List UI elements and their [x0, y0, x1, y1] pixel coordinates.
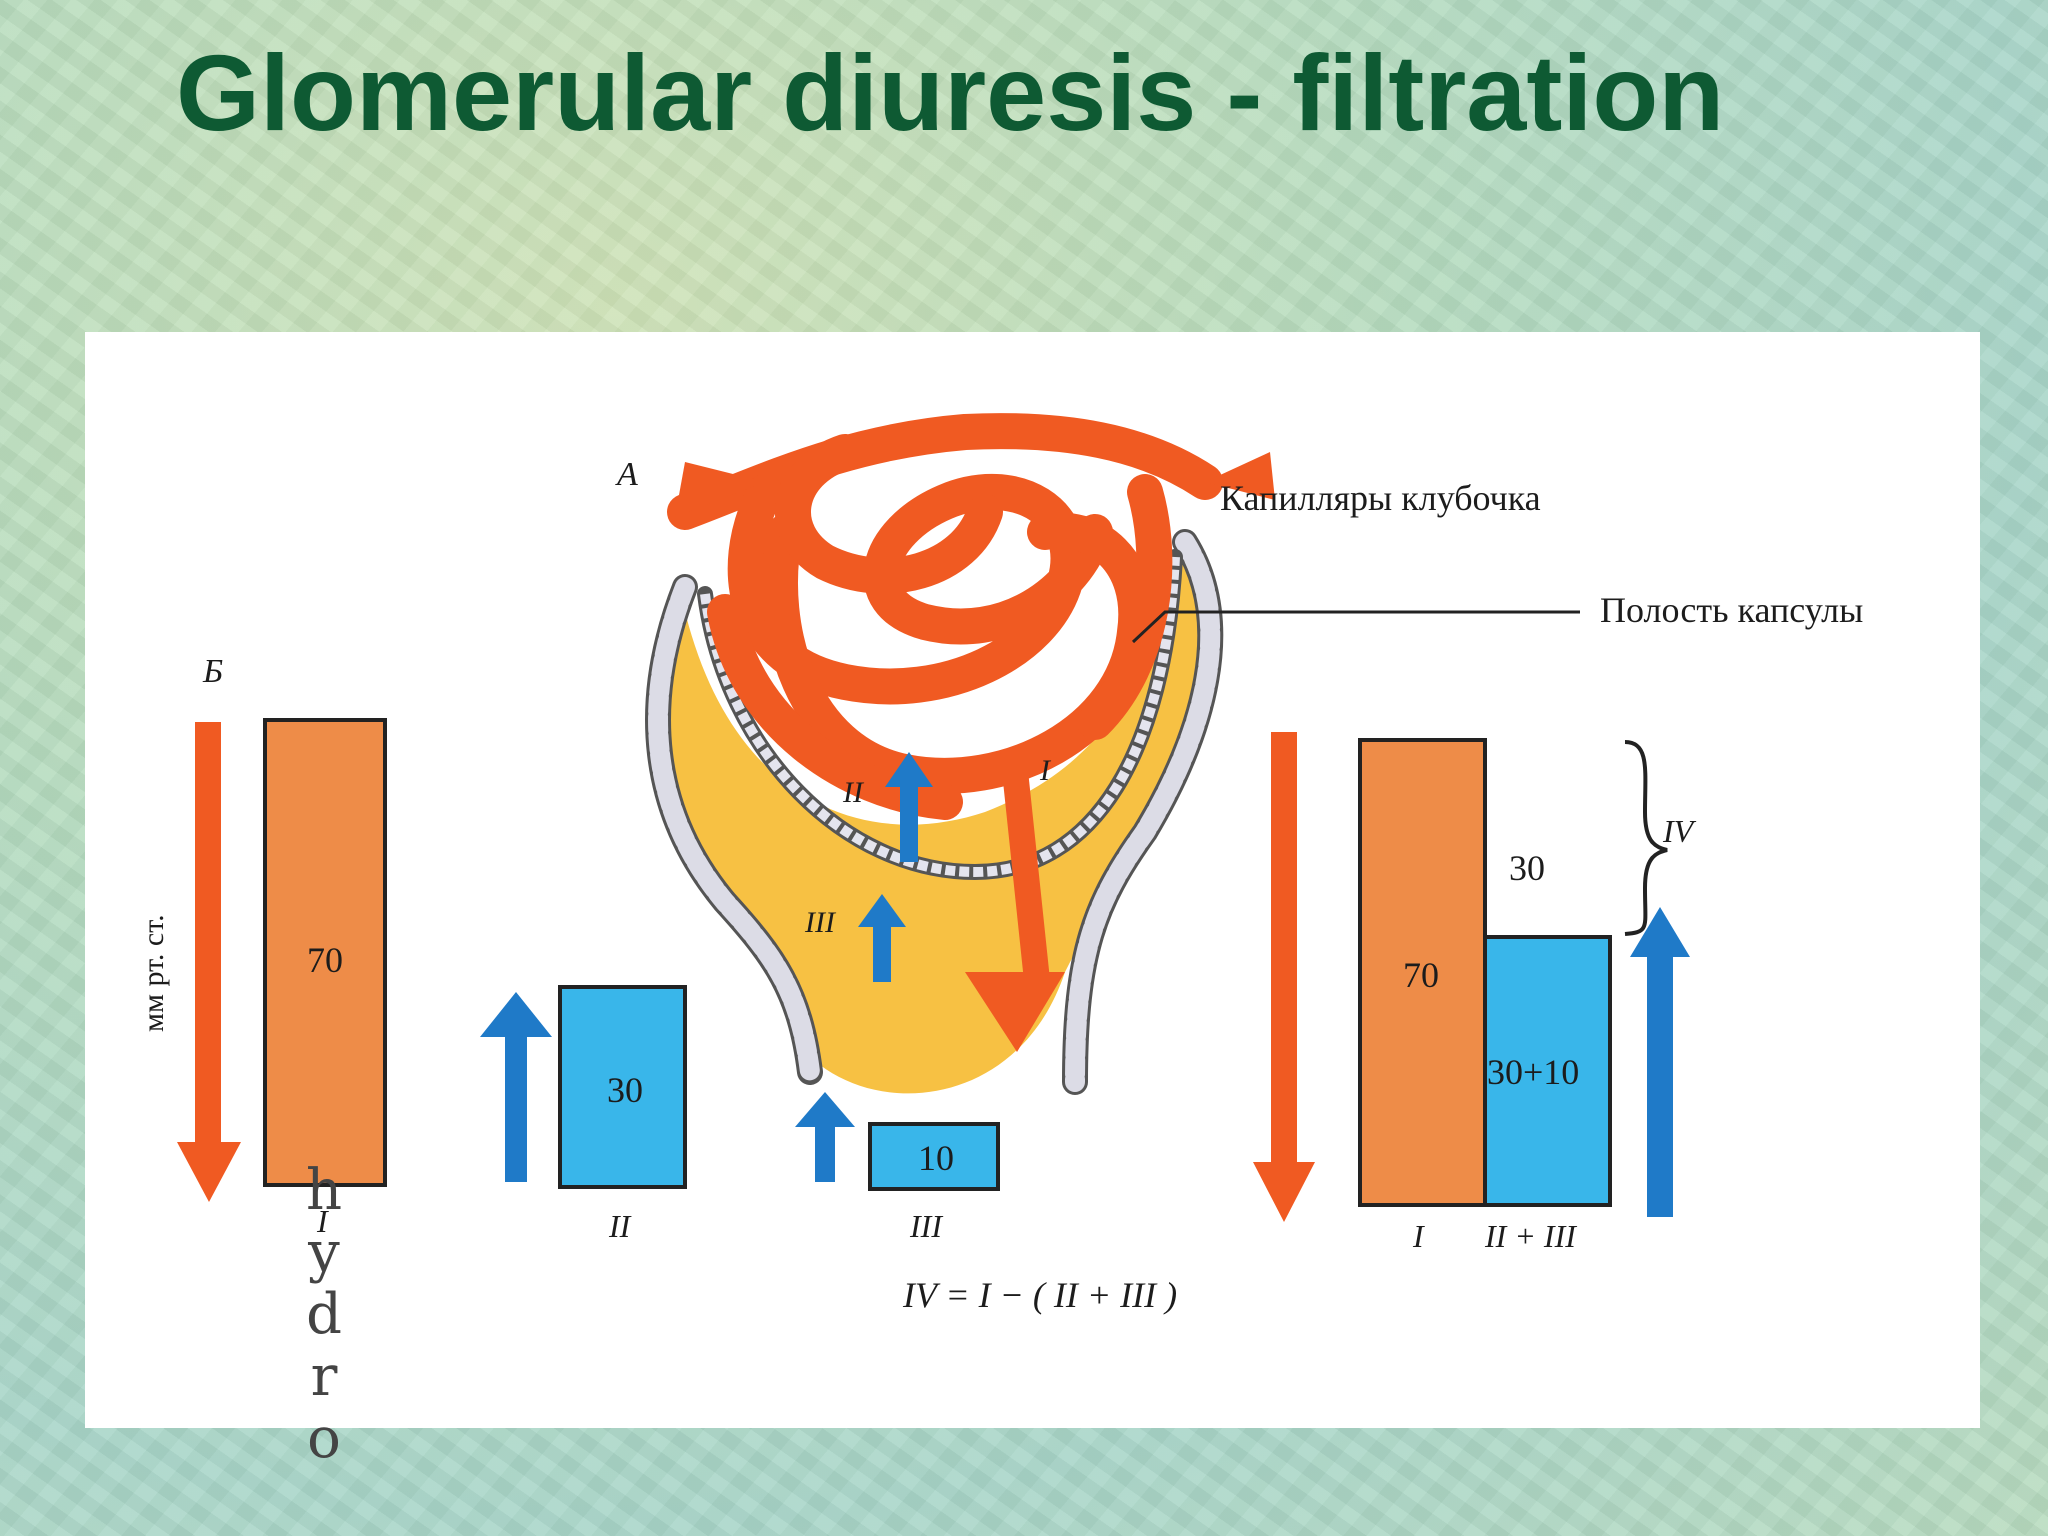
arrow-label-III: III	[804, 906, 837, 939]
vertical-overlay-text: hydro	[305, 1158, 343, 1471]
panel-b-letter: Б	[202, 653, 223, 690]
formula: IV = I − ( II + III )	[902, 1275, 1177, 1315]
summary-diff-value: 30	[1509, 848, 1545, 888]
bar-III	[868, 1122, 1000, 1191]
bar-III-label: III	[909, 1208, 943, 1244]
summary-down-arrow	[1253, 732, 1315, 1222]
afferent-vessel	[675, 462, 765, 517]
summary-diff-label: IV	[1662, 813, 1697, 849]
arrow-label-II: II	[842, 776, 865, 809]
panel-a-letter: А	[615, 456, 638, 493]
summary-label-I: I	[1412, 1218, 1425, 1254]
efferent-vessel	[1205, 452, 1275, 500]
bar-I-value: 70	[307, 940, 343, 980]
summary-label-II-III: II + III	[1484, 1218, 1577, 1254]
capsule-leader-line	[1131, 610, 1580, 644]
bar-II-label: II	[608, 1208, 632, 1244]
bar-II	[558, 985, 687, 1189]
summary-bar-II-III-value: 30+10	[1487, 1052, 1579, 1092]
summary-bar-II-III	[1483, 935, 1612, 1207]
bar-I-label: I	[316, 1203, 329, 1239]
arrow-I-red	[965, 750, 1065, 1052]
summary-bar-I-value: 70	[1403, 955, 1439, 995]
bar-I	[263, 718, 387, 1187]
glomerulus-illustration	[645, 413, 1275, 1095]
diagram-svg: А Капилляры клубочка Полость капсулы I I…	[137, 413, 1863, 1315]
diagram-panel: А Капилляры клубочка Полость капсулы I I…	[85, 332, 1980, 1428]
summary-brace	[1624, 740, 1668, 936]
axis-unit-label: мм рт. ст.	[137, 914, 170, 1032]
arrow-III-blue	[858, 894, 906, 982]
bar-III-value: 10	[918, 1138, 954, 1178]
arrow-label-I: I	[1039, 754, 1052, 787]
pressure-down-arrow	[177, 722, 241, 1202]
capillaries-label: Капилляры клубочка	[1220, 478, 1541, 518]
capsule-label: Полость капсулы	[1600, 590, 1863, 630]
slide-title: Glomerular diuresis - filtration	[176, 32, 1725, 153]
bar-II-arrow	[480, 992, 552, 1182]
capsule-cavity	[658, 552, 1222, 1094]
arrow-II-blue	[885, 752, 933, 862]
bar-II-value: 30	[607, 1070, 643, 1110]
summary-up-arrow	[1630, 907, 1690, 1217]
bar-III-arrow	[795, 1092, 855, 1182]
